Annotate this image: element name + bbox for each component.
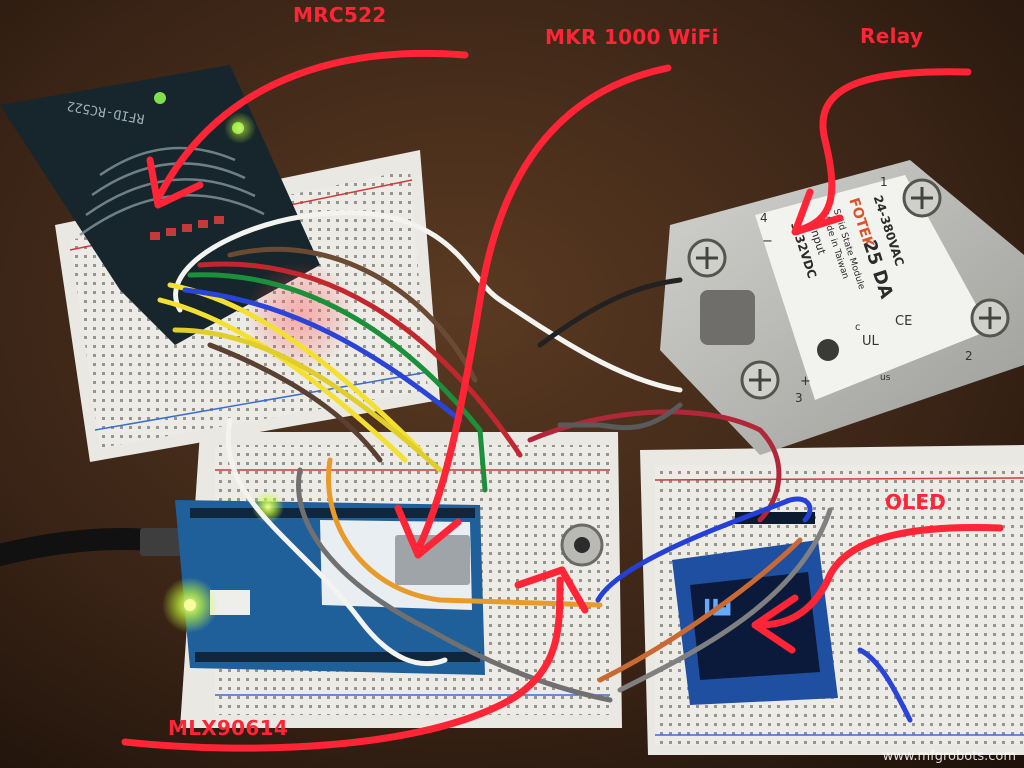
mlx-sensor — [560, 523, 604, 567]
watermark: www.mfgrobots.com — [882, 749, 1016, 764]
relay-cert-ce: CE — [895, 314, 912, 329]
annotation-arrows — [121, 49, 1004, 752]
relay-cert-us: us — [880, 373, 891, 383]
relay-polarity-minus: − — [762, 234, 773, 249]
arrow-mrc522 — [146, 49, 469, 209]
arrow-mlx90614 — [121, 566, 589, 752]
label-oled: OLED — [885, 490, 947, 514]
mkr1000-board — [162, 491, 485, 675]
label-relay: Relay — [860, 24, 924, 48]
relay-terminal-4: 4 — [760, 211, 768, 225]
label-mrc522: MRC522 — [293, 3, 387, 27]
relay-module: FOTEK 25 DA Solid State Module Made in T… — [660, 160, 1024, 455]
arrow-relay — [791, 68, 972, 236]
label-mkr1000: MKR 1000 WiFi — [545, 25, 719, 49]
relay-terminal-3: 3 — [795, 391, 803, 405]
label-mlx90614: MLX90614 — [168, 716, 289, 740]
relay-terminal-2: 2 — [965, 349, 973, 363]
relay-cert-c: c — [855, 322, 861, 333]
relay-cert-ul: UL — [862, 334, 880, 349]
arrow-oled — [751, 524, 1004, 654]
relay-terminal-1: 1 — [880, 175, 888, 189]
arrow-mkr1000 — [394, 64, 672, 559]
relay-polarity-plus: + — [800, 374, 811, 389]
